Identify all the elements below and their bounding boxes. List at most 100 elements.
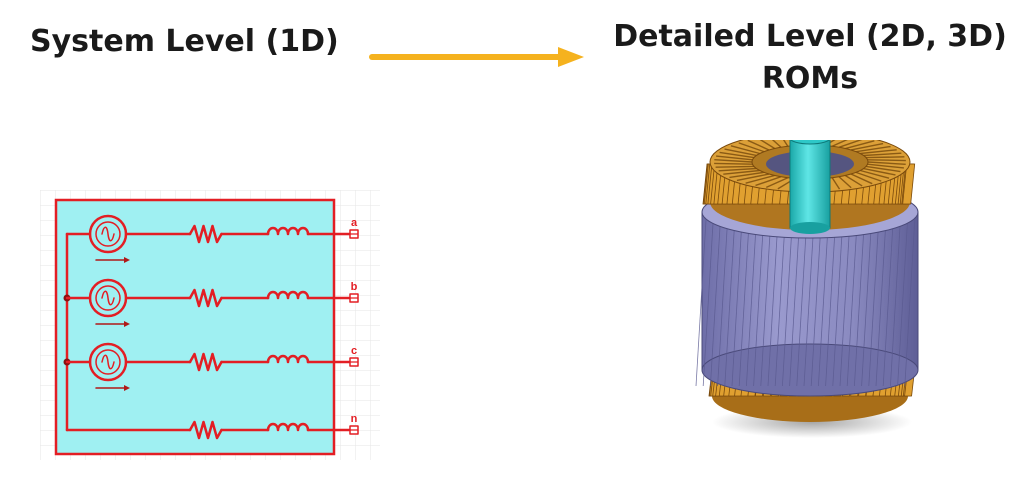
coil-tick <box>838 140 863 148</box>
shaft-top <box>790 140 830 145</box>
ac-source-inner <box>95 221 121 247</box>
coil-tick <box>866 156 905 159</box>
stator-slot-line <box>846 219 858 387</box>
stator-slot-line <box>738 219 750 387</box>
coil-tick <box>771 140 782 148</box>
rotor-shaft <box>789 140 831 234</box>
detailed-level-title: Detailed Level (2D, 3D) ROMs <box>600 16 1020 100</box>
coil-tick <box>867 163 904 169</box>
sine-wave-icon <box>101 226 115 242</box>
coil-tick <box>714 162 753 165</box>
coil-tick <box>759 140 776 150</box>
terminal-label-n: n <box>351 413 358 425</box>
coil-tick <box>730 145 760 155</box>
shaft-bottom <box>790 222 830 234</box>
motor-3d-model <box>695 140 919 438</box>
coil-tick <box>766 177 789 189</box>
coil-tick <box>844 174 863 187</box>
stator-slot-line <box>695 219 707 387</box>
coil-tick <box>745 174 775 184</box>
stator-slot-line <box>803 219 815 387</box>
stator-slot-line <box>702 219 714 387</box>
stator-slot-line <box>875 219 887 387</box>
coil-tick <box>719 151 755 159</box>
stator-slot-line <box>789 219 800 387</box>
phase-branch-c <box>65 342 359 391</box>
coil-tick <box>724 148 757 157</box>
coil-tick <box>863 167 896 176</box>
phase-branch-a <box>65 214 359 263</box>
coil-tick <box>736 173 770 182</box>
stator-slot-line <box>746 219 757 387</box>
stator-slot-line <box>782 219 793 387</box>
stator-slot-line <box>825 219 836 387</box>
coil-tick <box>867 159 906 162</box>
coil-tick <box>855 145 891 153</box>
coil-tick <box>845 140 875 150</box>
sine-wave-icon <box>101 290 115 306</box>
stator-slot-line <box>882 219 894 387</box>
coil-tick <box>831 177 841 190</box>
stator-slot-line <box>753 219 764 387</box>
resistor <box>188 288 223 308</box>
coil-tick <box>747 140 770 151</box>
shaft-body <box>789 140 831 229</box>
stator-slot-line <box>854 219 865 387</box>
stator-slot-line <box>861 219 872 387</box>
coil-tick <box>831 140 848 147</box>
coil-tick <box>860 149 897 155</box>
stator-slot-line <box>724 219 736 387</box>
stator-slot-line <box>760 219 772 387</box>
detailed-level-title-line2: ROMs <box>761 61 859 96</box>
coil-tick <box>723 169 760 175</box>
stator-slot-line <box>868 219 880 387</box>
stator-slot-line <box>818 219 829 387</box>
current-arrow-head <box>124 257 130 263</box>
coil-tick <box>755 176 782 187</box>
stator-slot-line <box>897 219 908 387</box>
resistor <box>188 352 223 372</box>
inductor <box>266 226 310 236</box>
coil-tick <box>782 140 789 147</box>
coil-tick <box>850 173 873 185</box>
sine-wave-icon <box>101 354 115 370</box>
coil-tick <box>838 176 852 189</box>
coil-tick <box>714 159 753 163</box>
coil-tick <box>860 169 890 179</box>
coil-tick <box>850 142 884 151</box>
resistor <box>188 420 223 440</box>
stator-slot-line <box>810 219 822 387</box>
stator-slot-line <box>710 219 721 387</box>
stator-bottom-edge <box>701 343 919 397</box>
phase-branch-b <box>65 278 359 327</box>
stator-slot-line <box>717 219 728 387</box>
transition-arrow <box>369 47 584 67</box>
coil-tick <box>867 161 906 165</box>
phase-branch-n <box>65 420 359 440</box>
coil-tick <box>716 155 753 161</box>
stator-slot-line <box>839 219 851 387</box>
current-arrow-head <box>124 321 130 327</box>
coil-tick <box>738 142 765 153</box>
resistor <box>188 224 223 244</box>
coil-tick <box>729 171 765 179</box>
terminal-label-b: b <box>351 281 358 293</box>
coil-tick <box>865 165 901 173</box>
schematic-block <box>54 198 336 456</box>
detailed-level-title-line1: Detailed Level (2D, 3D) <box>613 19 1007 54</box>
stator-slot-line <box>774 219 786 387</box>
inductor <box>266 354 310 364</box>
stator-slot-line <box>731 219 743 387</box>
terminal-label-c: c <box>351 345 357 357</box>
stator-slot-line <box>796 219 808 387</box>
coil-turn <box>902 163 916 205</box>
stator-slot-line <box>904 219 916 387</box>
coil-tick <box>718 167 757 172</box>
system-level-title: System Level (1D) <box>30 24 339 59</box>
coil-tick <box>855 171 882 182</box>
inductor <box>266 422 310 432</box>
coil-tick <box>863 152 902 157</box>
inductor <box>266 290 310 300</box>
stator-slot-line <box>832 219 844 387</box>
